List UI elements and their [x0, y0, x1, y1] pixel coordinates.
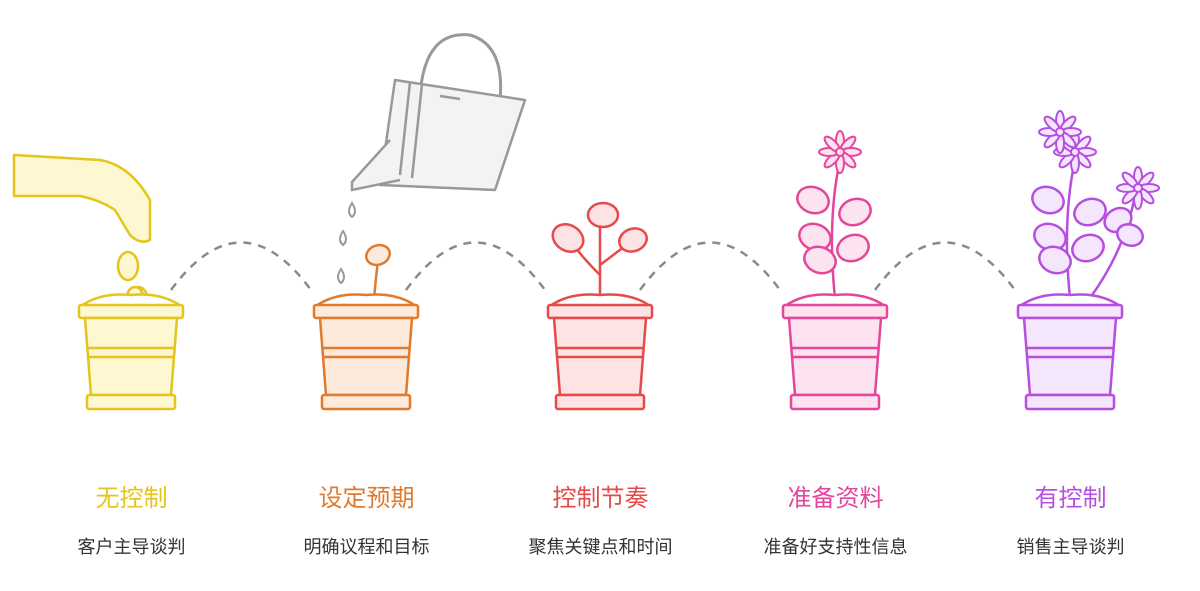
- can-body: [378, 78, 527, 192]
- leaf: [836, 233, 870, 263]
- leaf: [1071, 233, 1105, 263]
- step-subtitle: 客户主导谈判: [77, 537, 186, 558]
- pot-band: [322, 346, 410, 359]
- dashed-connector: [169, 241, 313, 291]
- soil: [315, 293, 417, 308]
- soil: [549, 293, 651, 308]
- leaf: [365, 243, 391, 267]
- water-drop-icon: [348, 201, 356, 219]
- pot-saucer: [85, 393, 177, 411]
- pot-step-4: [781, 130, 889, 411]
- pot-step-2: [312, 243, 420, 411]
- pot-step-1: [77, 285, 185, 411]
- soil: [784, 293, 886, 308]
- pot-band: [1026, 346, 1114, 359]
- leaf: [1073, 197, 1107, 227]
- step-subtitle: 明确议程和目标: [303, 537, 430, 558]
- leaf: [796, 185, 830, 215]
- dashed-connector: [638, 241, 782, 291]
- leaf: [1038, 245, 1072, 275]
- plant-icon: [1031, 110, 1160, 299]
- dashed-connector: [404, 241, 547, 291]
- pot-band: [87, 346, 175, 359]
- pot-step-3: [546, 201, 654, 411]
- dashed-connector: [873, 241, 1017, 291]
- step-title: 准备资料: [787, 484, 884, 512]
- flower-center: [1133, 183, 1143, 193]
- step-title: 控制节奏: [552, 484, 649, 512]
- hand-shape: [12, 153, 152, 243]
- plant-icon: [551, 201, 648, 298]
- plant-icon: [796, 130, 872, 299]
- watering-can-icon: [337, 33, 527, 285]
- pot-band: [556, 346, 644, 359]
- pot-step-5: [1016, 110, 1160, 411]
- flower-center: [1055, 127, 1065, 137]
- step-subtitle: 准备好支持性信息: [763, 537, 908, 558]
- pot-saucer: [1024, 393, 1116, 411]
- pot-saucer: [554, 393, 646, 411]
- pot-rim: [1016, 303, 1124, 320]
- stem: [830, 159, 842, 299]
- step-subtitle: 聚焦关键点和时间: [528, 537, 673, 558]
- water-drop-icon: [337, 267, 345, 285]
- flower-center: [835, 147, 845, 157]
- leaf: [838, 197, 872, 227]
- soil: [1019, 293, 1121, 308]
- step-subtitle: 销售主导谈判: [1016, 537, 1125, 558]
- water-drop-icon: [339, 229, 347, 247]
- pot-saucer: [320, 393, 412, 411]
- hand-icon: [12, 153, 152, 309]
- pot-saucer: [789, 393, 881, 411]
- step-title: 设定预期: [318, 484, 415, 512]
- pot-band: [791, 346, 879, 359]
- can-stripes: [398, 81, 424, 179]
- flower-center: [1070, 147, 1080, 157]
- leaf: [586, 201, 620, 229]
- leaf: [618, 227, 648, 253]
- leaf: [803, 245, 837, 275]
- pot-rim: [546, 303, 654, 320]
- plant-icon: [365, 243, 391, 301]
- step-title: 无控制: [95, 484, 168, 512]
- can-spout: [350, 139, 401, 192]
- step-title: 有控制: [1034, 484, 1107, 512]
- seed-icon: [116, 250, 140, 282]
- soil: [80, 293, 182, 308]
- stem: [1065, 159, 1077, 299]
- pot-rim: [77, 303, 185, 320]
- can-mark: [439, 94, 461, 101]
- pot-rim: [781, 303, 889, 320]
- pot-rim: [312, 303, 420, 320]
- leaf: [1031, 185, 1065, 215]
- can-handle: [418, 33, 503, 101]
- leaf: [1116, 223, 1144, 247]
- stem: [1088, 194, 1137, 299]
- leaf: [551, 223, 585, 253]
